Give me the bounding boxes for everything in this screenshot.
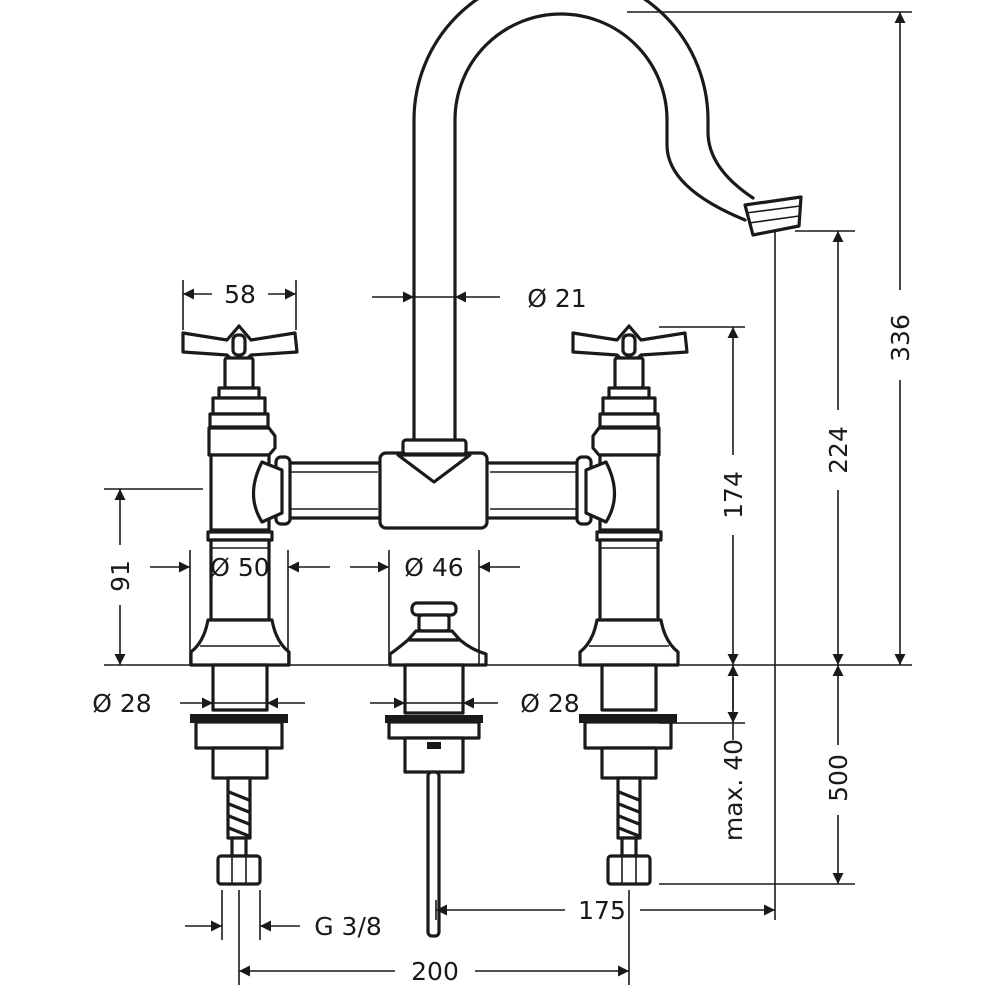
left-valve	[181, 324, 299, 886]
dim-overall-height: 336	[886, 314, 915, 362]
bridge	[274, 438, 593, 530]
dim-spout-reach: 175	[578, 896, 626, 925]
dim-spout-height: 224	[824, 426, 853, 474]
dim-body-height: 91	[106, 560, 135, 592]
dim-center-distance: 200	[411, 957, 459, 986]
dim-hose-length: 500	[824, 754, 853, 802]
spout	[412, 0, 803, 444]
dim-popup-diameter: Ø 46	[404, 553, 463, 582]
right-valve	[571, 324, 689, 886]
dim-handle-width: 58	[224, 280, 256, 309]
pop-up-waste	[385, 601, 488, 938]
dim-body-diameter: Ø 50	[210, 553, 269, 582]
dim-popup-shank-diameter: Ø 28	[520, 689, 579, 718]
dim-spout-diameter: Ø 21	[527, 284, 586, 313]
dim-valve-shank-diameter: Ø 28	[92, 689, 151, 718]
dim-thread: G 3/8	[314, 912, 382, 941]
dim-handle-height: 174	[719, 471, 748, 519]
dim-max-deck-thickness: max. 40	[719, 739, 748, 841]
dimension-lines	[104, 11, 912, 985]
